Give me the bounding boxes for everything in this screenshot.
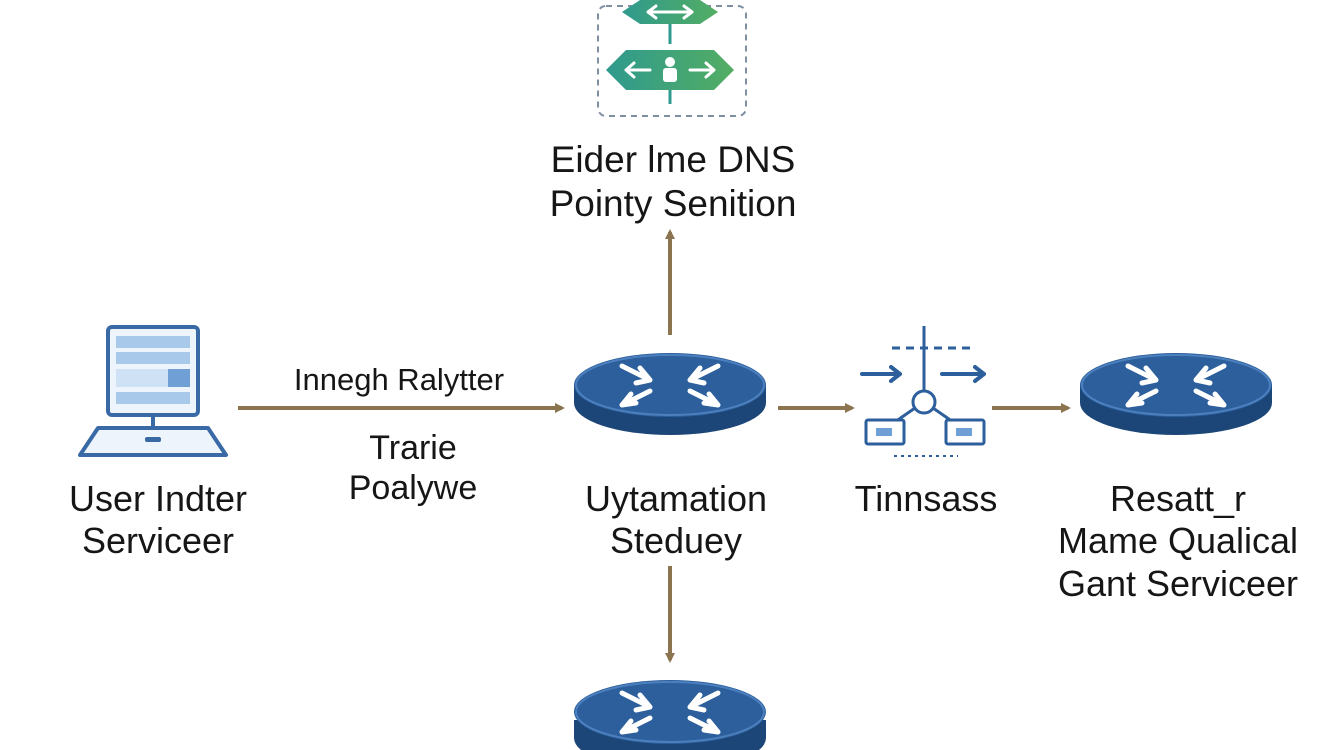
router-icon <box>574 680 766 750</box>
switch-label-line1: Tinnsass <box>854 478 998 519</box>
dns-label-line1: Eider lme DNS <box>550 139 796 180</box>
dns-gateway-icon <box>597 0 747 117</box>
edge-sublabel-line2: Poalywe <box>348 469 478 508</box>
router-label-line2: Steduey <box>609 520 743 562</box>
edge-sublabel: Trarie Poalywe <box>300 428 526 508</box>
edge-sublabel-line1: Trarie <box>369 429 457 467</box>
server-label-line3: Gant Serviceer <box>1057 562 1299 604</box>
router-node-label: Uytamation Steduey <box>540 478 812 563</box>
switch-node-label: Tinnsass <box>828 478 1024 520</box>
server-label-line1: Resatt_r <box>1109 478 1247 519</box>
dns-label-line2: Pointy Senition <box>549 182 797 224</box>
user-label-line1: User Indter <box>68 478 248 519</box>
user-node-label: User Indter Serviceer <box>30 478 286 563</box>
computer-icon <box>78 325 228 457</box>
edge-label: Innegh Ralytter <box>293 362 505 397</box>
router-label-line1: Uytamation <box>584 478 768 519</box>
switch-icon <box>860 326 986 457</box>
router-icon <box>574 353 766 435</box>
server-label-line2: Mame Qualical <box>1057 520 1299 562</box>
user-label-line2: Serviceer <box>81 520 235 562</box>
arrows <box>238 229 1071 663</box>
server-node-label: Resatt_r Mame Qualical Gant Serviceer <box>1030 478 1326 605</box>
router-icon <box>1080 353 1272 435</box>
dns-node-label: Eider lme DNS Pointy Senition <box>500 138 846 225</box>
